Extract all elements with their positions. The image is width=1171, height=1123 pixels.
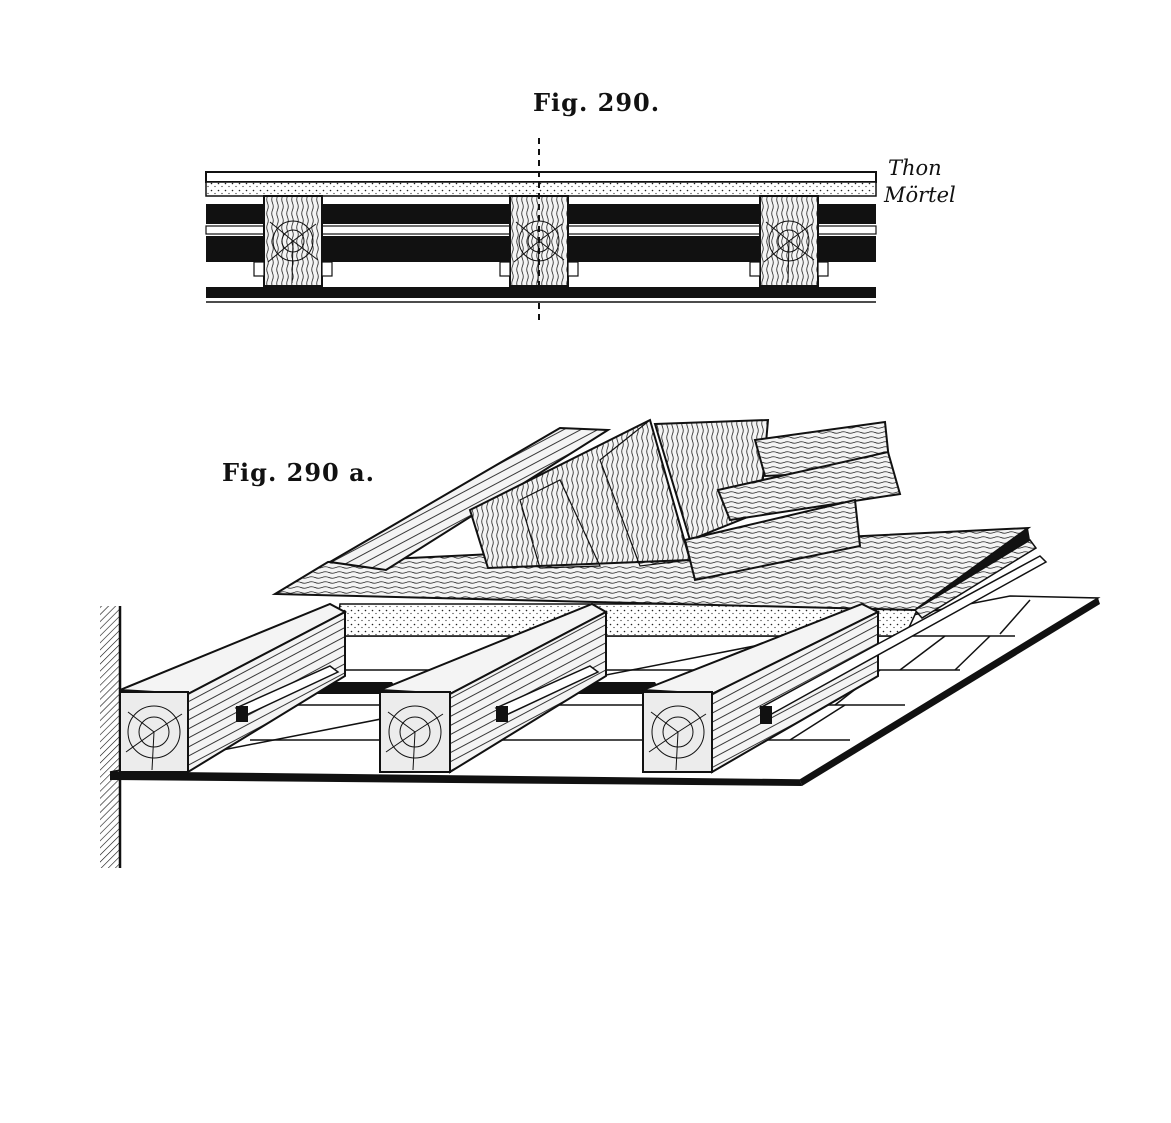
- sloped-board: [327, 426, 612, 572]
- joist-1: [119, 602, 348, 774]
- figure-290-caption: Fig. 290.: [533, 88, 661, 117]
- label-moertel: Mörtel: [884, 183, 956, 207]
- beam-cross-section-1: [253, 195, 333, 287]
- wall: [100, 606, 120, 868]
- figure-290a-perspective: [100, 418, 1101, 868]
- joist-3: [642, 555, 1048, 774]
- ceiling-board: [206, 287, 876, 298]
- mortar-layer: [205, 181, 877, 197]
- figure-290-section: [205, 138, 877, 320]
- label-thon: Thon: [888, 156, 942, 180]
- joist-2: [379, 602, 609, 774]
- ceiling-edge: [110, 772, 802, 786]
- beam-cross-section-3: [749, 195, 829, 287]
- figure-290a-caption: Fig. 290 a.: [222, 458, 376, 487]
- clay-layer: [205, 171, 877, 183]
- plank-stack: [468, 418, 902, 582]
